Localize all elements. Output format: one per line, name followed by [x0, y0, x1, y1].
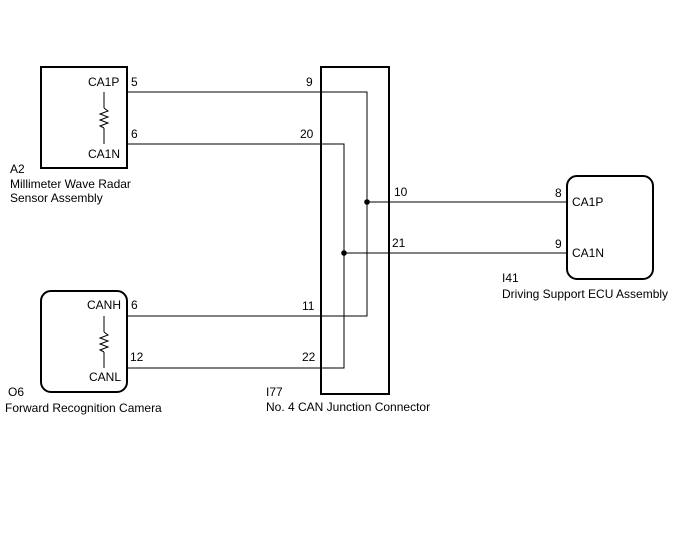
radar-pin-bottom-num: 6 — [131, 127, 138, 141]
camera-pin-bottom-num: 12 — [130, 350, 144, 364]
camera-box — [40, 290, 128, 393]
junction-pin-21: 21 — [392, 236, 406, 250]
wire-radar-ca1p — [127, 91, 368, 317]
ecu-code: I41 — [502, 271, 519, 285]
junction-box — [320, 66, 390, 395]
ecu-box — [566, 175, 654, 280]
junction-pin-22: 22 — [302, 350, 316, 364]
camera-code: O6 — [8, 385, 24, 399]
radar-code: A2 — [10, 162, 25, 176]
camera-pin-top-label: CANH — [87, 298, 121, 312]
camera-termination-resistor — [98, 316, 110, 368]
junction-name: No. 4 CAN Junction Connector — [266, 400, 430, 414]
ecu-pin-top-label: CA1P — [572, 195, 603, 209]
splice-dot-low — [341, 250, 347, 256]
junction-pin-11: 11 — [302, 299, 315, 313]
ecu-pin-top-num: 8 — [555, 186, 562, 200]
camera-pin-top-num: 6 — [131, 298, 138, 312]
camera-pin-bottom-label: CANL — [89, 370, 121, 384]
radar-name-line1: Millimeter Wave Radar — [10, 177, 131, 191]
junction-pin-20: 20 — [300, 127, 314, 141]
radar-box — [40, 66, 128, 169]
junction-code: I77 — [266, 385, 283, 399]
ecu-pin-bottom-num: 9 — [555, 237, 562, 251]
ecu-name: Driving Support ECU Assembly — [502, 287, 668, 301]
radar-pin-top-label: CA1P — [88, 75, 119, 89]
radar-name-line2: Sensor Assembly — [10, 191, 103, 205]
junction-pin-10: 10 — [394, 185, 408, 199]
radar-termination-resistor — [98, 92, 110, 144]
ecu-pin-bottom-label: CA1N — [572, 246, 604, 260]
camera-name: Forward Recognition Camera — [5, 401, 162, 415]
splice-dot-high — [364, 199, 370, 205]
wire-radar-ca1n — [127, 143, 345, 369]
radar-pin-top-num: 5 — [131, 75, 138, 89]
radar-pin-bottom-label: CA1N — [88, 147, 120, 161]
junction-pin-9: 9 — [306, 75, 313, 89]
